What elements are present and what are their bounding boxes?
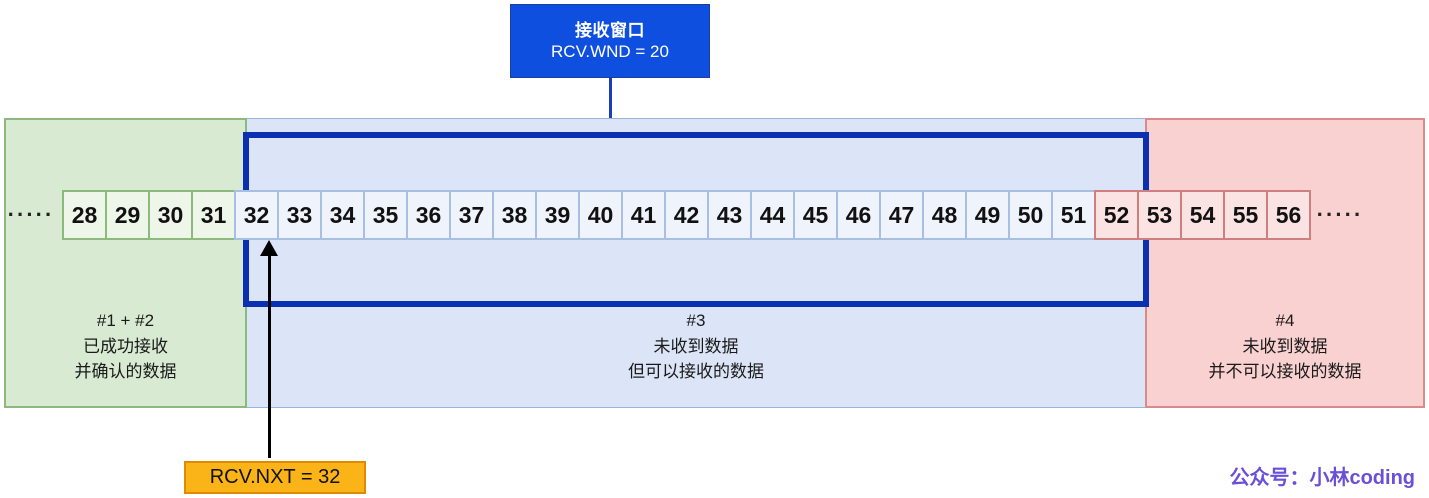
caption-window-number: #3: [686, 311, 706, 330]
rcv-nxt-label: RCV.NXT = 32: [184, 461, 366, 494]
sequence-cell-39: 39: [535, 190, 580, 240]
sequence-cell-50: 50: [1008, 190, 1053, 240]
receive-window-callout: 接收窗口 RCV.WND = 20: [510, 4, 710, 78]
sequence-cell-42: 42: [664, 190, 709, 240]
sequence-cell-29: 29: [105, 190, 150, 240]
caption-received: #1 + #2 已成功接收 并确认的数据: [6, 308, 245, 385]
sequence-cell-49: 49: [965, 190, 1010, 240]
caption-received-line1: 已成功接收: [83, 336, 168, 356]
caption-unavailable: #4 未收到数据 并不可以接收的数据: [1147, 308, 1423, 385]
sequence-cell-41: 41: [621, 190, 666, 240]
sequence-cell-38: 38: [492, 190, 537, 240]
sequence-cell-51: 51: [1051, 190, 1096, 240]
sequence-cell-48: 48: [922, 190, 967, 240]
sequence-cell-36: 36: [406, 190, 451, 240]
caption-unavailable-line1: 未收到数据: [1242, 336, 1328, 356]
sequence-cell-34: 34: [320, 190, 365, 240]
section-panel-unavailable: [1145, 118, 1425, 408]
sequence-cell-47: 47: [879, 190, 924, 240]
receive-window-title: 接收窗口: [575, 20, 645, 40]
caption-unavailable-number: #4: [1275, 311, 1295, 330]
section-panel-received: [4, 118, 247, 408]
sequence-cell-52: 52: [1094, 190, 1139, 240]
caption-received-number: #1 + #2: [96, 311, 155, 330]
caption-unavailable-line2: 并不可以接收的数据: [1208, 362, 1362, 381]
rcv-nxt-arrow-line: [268, 252, 271, 458]
receive-window-value: RCV.WND = 20: [551, 42, 669, 61]
sequence-cell-53: 53: [1137, 190, 1182, 240]
sequence-cell-37: 37: [449, 190, 494, 240]
sequence-cell-40: 40: [578, 190, 623, 240]
sequence-cell-43: 43: [707, 190, 752, 240]
sequence-cell-28: 28: [62, 190, 107, 240]
sequence-cell-54: 54: [1180, 190, 1225, 240]
sequence-cell-31: 31: [191, 190, 236, 240]
sequence-cell-44: 44: [750, 190, 795, 240]
sequence-cell-46: 46: [836, 190, 881, 240]
sequence-cell-56: 56: [1266, 190, 1311, 240]
callout-arrow-line: [609, 78, 612, 125]
watermark: 公众号：小林coding: [1229, 467, 1415, 489]
sequence-cell-30: 30: [148, 190, 193, 240]
section-panel-window: [247, 118, 1145, 408]
sequence-cell-35: 35: [363, 190, 408, 240]
rcv-nxt-arrow-head-icon: [260, 240, 278, 256]
trailing-ellipsis: ·····: [1316, 202, 1364, 227]
sequence-cell-32: 32: [234, 190, 279, 240]
caption-window-line2: 但可以接收的数据: [628, 362, 764, 381]
sequence-cell-45: 45: [793, 190, 838, 240]
caption-window-line1: 未收到数据: [653, 336, 739, 356]
sequence-cell-33: 33: [277, 190, 322, 240]
caption-window: #3 未收到数据 但可以接收的数据: [249, 308, 1143, 385]
caption-received-line2: 并确认的数据: [74, 362, 177, 381]
leading-ellipsis: ·····: [7, 202, 55, 227]
sequence-cell-55: 55: [1223, 190, 1268, 240]
